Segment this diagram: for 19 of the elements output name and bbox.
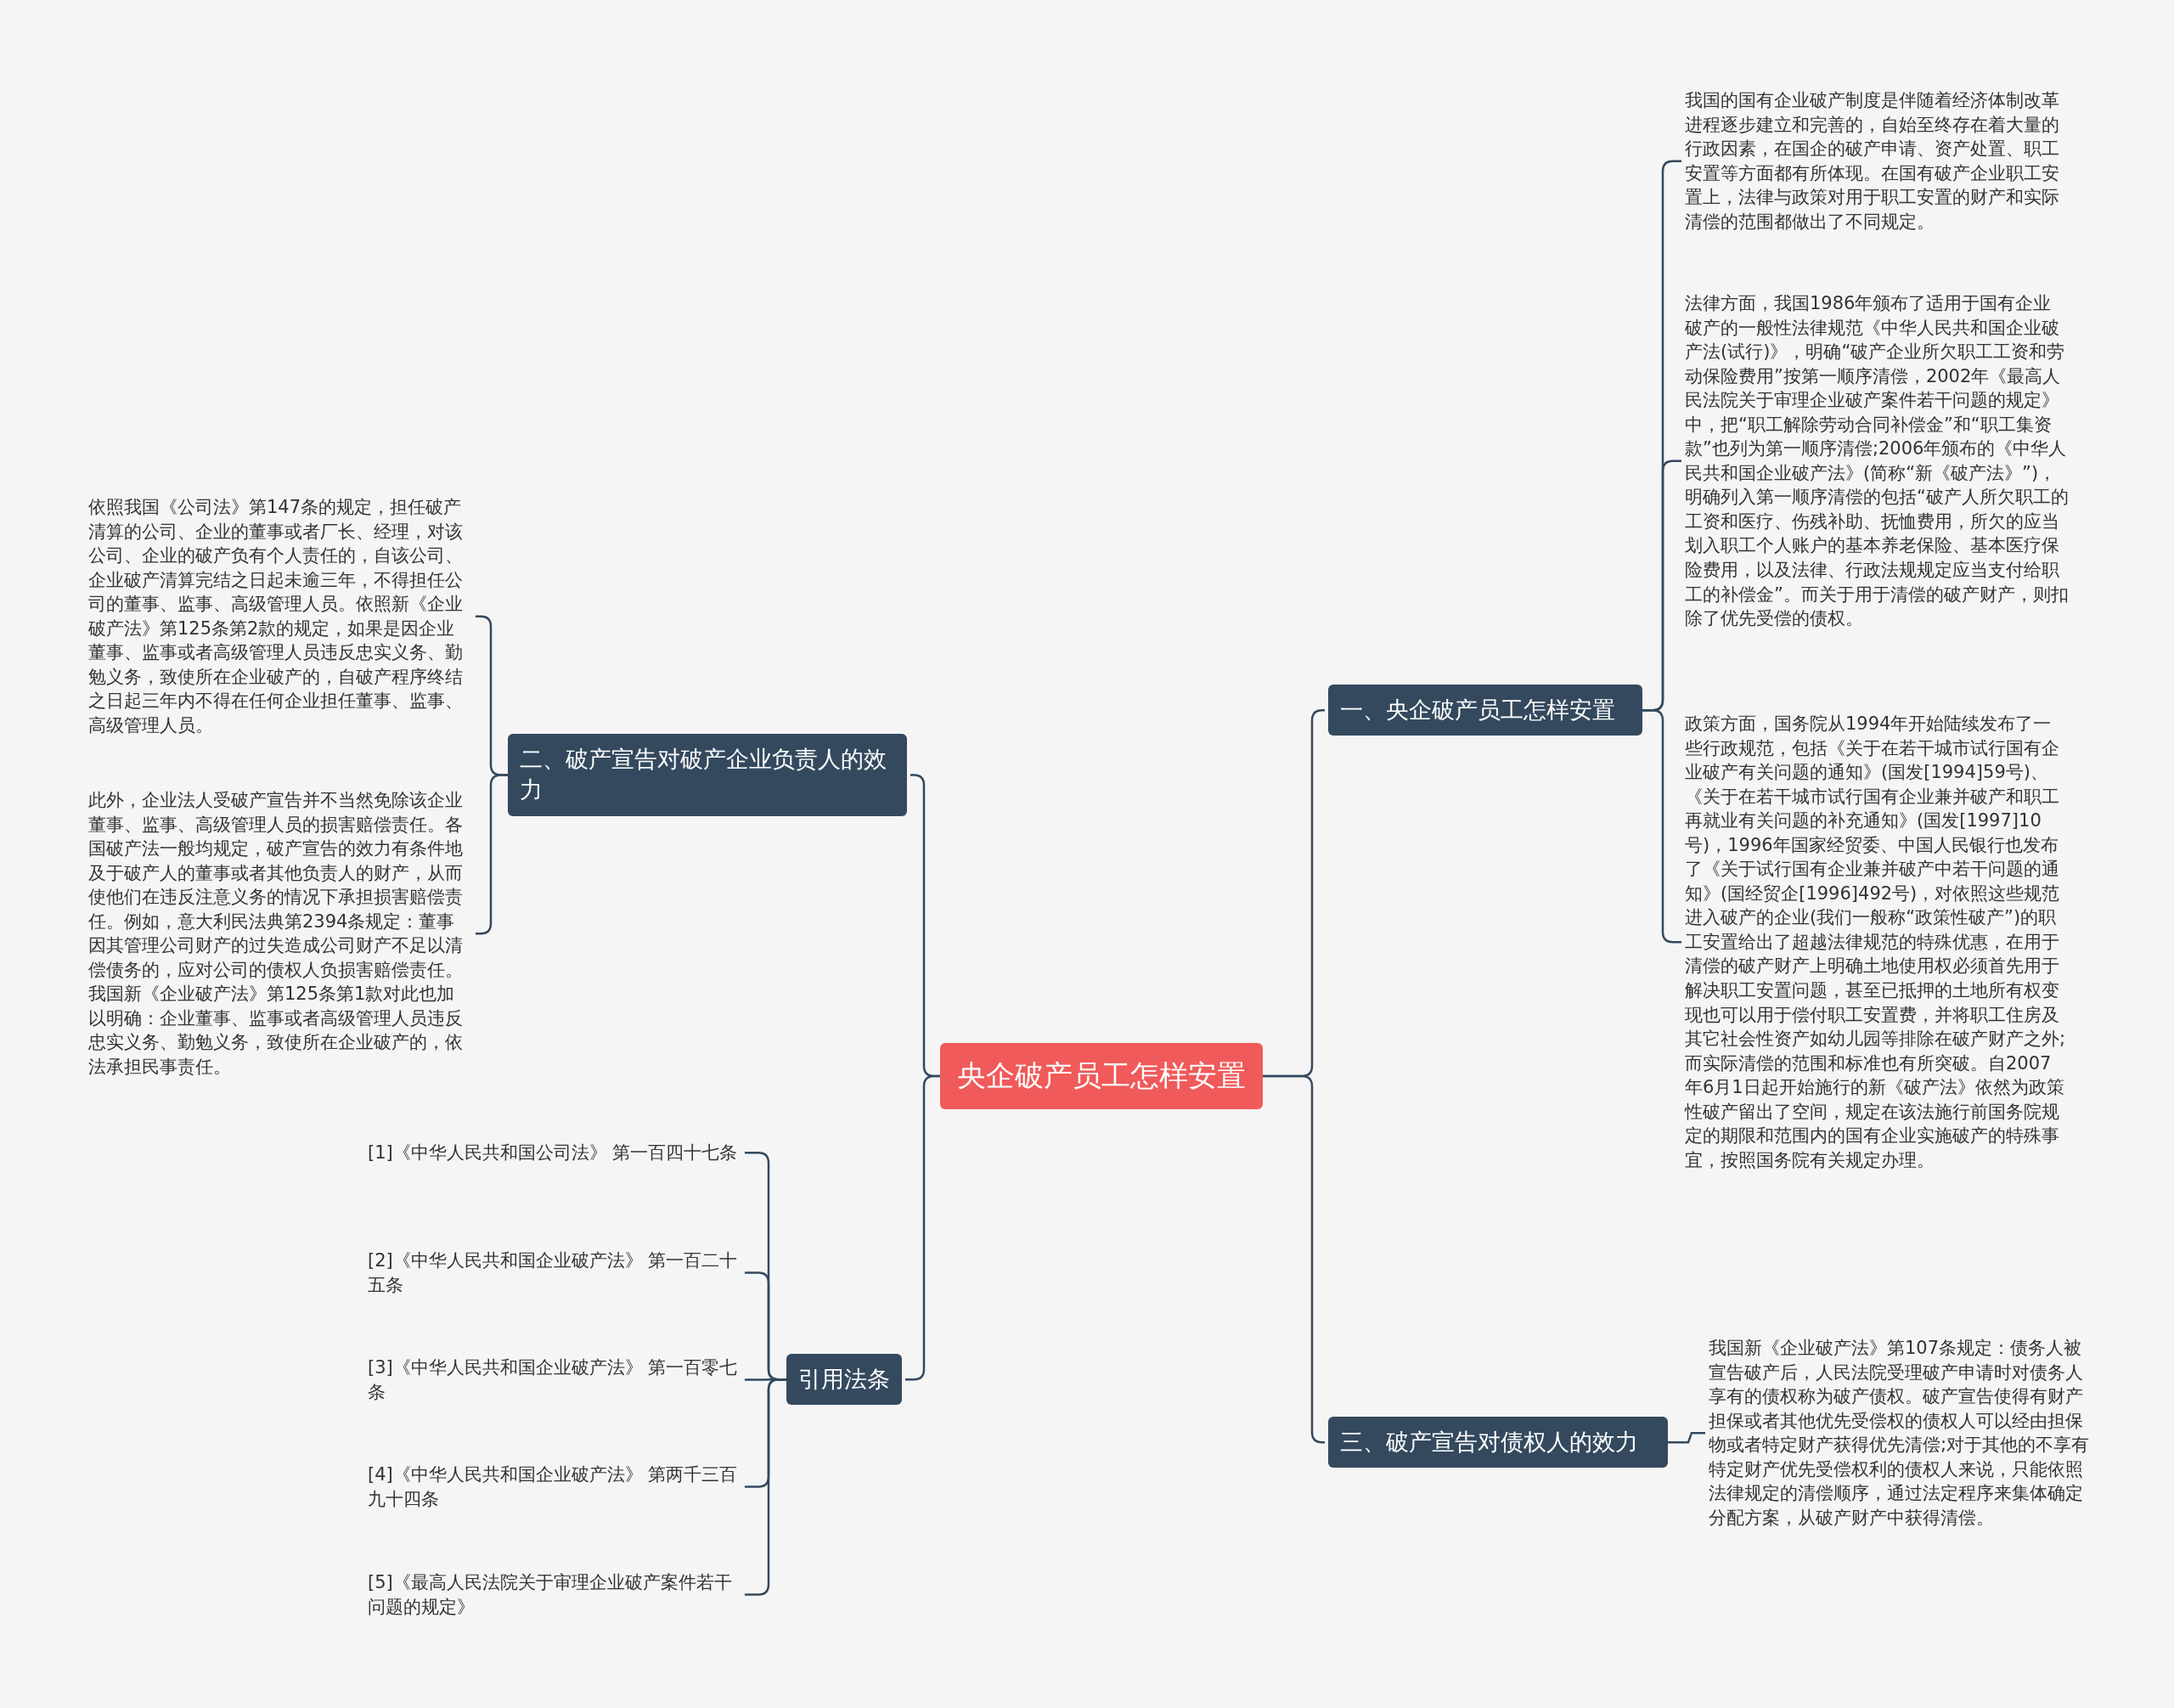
note-text: [2]《中华人民共和国企业破产法》 第一百二十五条 <box>368 1249 741 1298</box>
note-text: 我国的国有企业破产制度是伴随着经济体制改革进程逐步建立和完善的，自始至终存在着大量的行政因素，在国企的破产申请、资产处置、职工安置等方面都有所体现。在国有破产企业职工安置上，法律与政策对用于职工安置的财产和实际清偿的范围都做出了不同规定。 <box>1685 88 2069 234</box>
note-text: [4]《中华人民共和国企业破产法》 第两千三百九十四条 <box>368 1463 741 1512</box>
note-text: [3]《中华人民共和国企业破产法》 第一百零七条 <box>368 1356 741 1405</box>
note-text: 此外，企业法人受破产宣告并不当然免除该企业董事、监事、高级管理人员的损害赔偿责任。各国破产法一般均规定，破产宣告的效力有条件地及于破产人的董事或者其他负责人的财产，从而使他们在违反注意义务的情况下承担损害赔偿责任。例如，意大利民法典第2394条规定：董事因其管理公司财产的过失造成公司财产不足以清偿债务的，应对公司的债权人负损害赔偿责任。我国新《企业破产法》第125条第1款对此也加以明确：企业董事、监事或者高级管理人员违反忠实义务、勤勉义务，致使所在企业破产的，依法承担民事责任。 <box>88 788 472 1079</box>
note-text: 我国新《企业破产法》第107条规定：债务人被宣告破产后，人民法院受理破产申请时对债务人享有的债权称为破产债权。破产宣告使得有财产担保或者其他优先受偿权的债权人可以经由担保物或者特定财产获得优先清偿;对于其他的不享有特定财产优先受偿权利的债权人来说，只能依照法律规定的清偿顺序，通过法定程序来集体确定分配方案，从破产财产中获得清偿。 <box>1709 1336 2092 1530</box>
connector-line <box>745 1378 786 1596</box>
note-text: [1]《中华人民共和国公司法》 第一百四十七条 <box>368 1141 741 1165</box>
branch-topic: 二、破产宣告对破产企业负责人的效力 <box>508 734 907 816</box>
connector-line <box>905 1074 940 1381</box>
note-text: 法律方面，我国1986年颁布了适用于国有企业破产的一般性法律规范《中华人民共和国企业破产法(试行)》，明确“破产企业所欠职工工资和劳动保险费用”按第一顺序清偿，2002年《最高人民法院关于审理企业破产案件若干问题的规定》中，把“职工解除劳动合同补偿金”和“职工集资款”也列为第一顺序清偿;2006年颁布的《中华人民共和国企业破产法》(简称“新《破产法》”)，明确列入第一顺序清偿的包括“破产人所欠职工的工资和医疗、伤残补助、抚恤费用，所欠的应当划入职工个人账户的基本养老保险、基本医疗保险费用，以及法律、行政法规规定应当支付给职工的补偿金”。而关于用于清偿的破产财产，则扣除了优先受偿的债权。 <box>1685 291 2069 631</box>
connector-line <box>1668 1431 1705 1444</box>
branch-topic: 一、央企破产员工怎样安置 <box>1328 685 1642 736</box>
note-text: 依照我国《公司法》第147条的规定，担任破产清算的公司、企业的董事或者厂长、经理，对该公司、企业的破产负有个人责任的，自该公司、企业破产清算完结之日起未逾三年，不得担任公司的董事、监事、高级管理人员。依照新《企业破产法》第125条第2款的规定，如果是因企业董事、监事或者高级管理人员违反忠实义务、勤勉义务，致使所在企业破产的，自破产程序终结之日起三年内不得在任何企业担任董事、监事、高级管理人员。 <box>88 495 472 738</box>
note-text: [5]《最高人民法院关于审理企业破产案件若干问题的规定》 <box>368 1570 741 1620</box>
central-topic: 央企破产员工怎样安置 <box>940 1043 1263 1109</box>
branch-topic: 引用法条 <box>786 1354 902 1406</box>
note-text: 政策方面，国务院从1994年开始陆续发布了一些行政规范，包括《关于在若干城市试行国有企业破产有关问题的通知》(国发[1994]59号)、《关于在若干城市试行国有企业兼并破产和职工再就业有关问题的补充通知》(国发[1997]10号)，1996年国家经贸委、中国人民银行也发布了《关于试行国有企业兼并破产中若干问题的通知》(国经贸企[1996]492号)，对依照这些规范进入破产的企业(我们一般称“政策性破产”)的职工安置给出了超越法律规范的特殊优惠，在用于清偿的破产财产上明确土地使用权必须首先用于解决职工安置问题，甚至已抵押的土地所有权变现也可以用于偿付职工安置费，并将职工住房及其它社会性资产如幼儿园等排除在破产财产之外;而实际清偿的范围和标准也有所突破。自2007年6月1日起开始施行的新《破产法》依然为政策性破产留出了空间，规定在该法施行前国务院规定的期限和范围内的国有企业实施破产的特殊事宜，按照国务院有关规定办理。 <box>1685 712 2069 1173</box>
branch-topic: 三、破产宣告对债权人的效力 <box>1328 1417 1668 1468</box>
